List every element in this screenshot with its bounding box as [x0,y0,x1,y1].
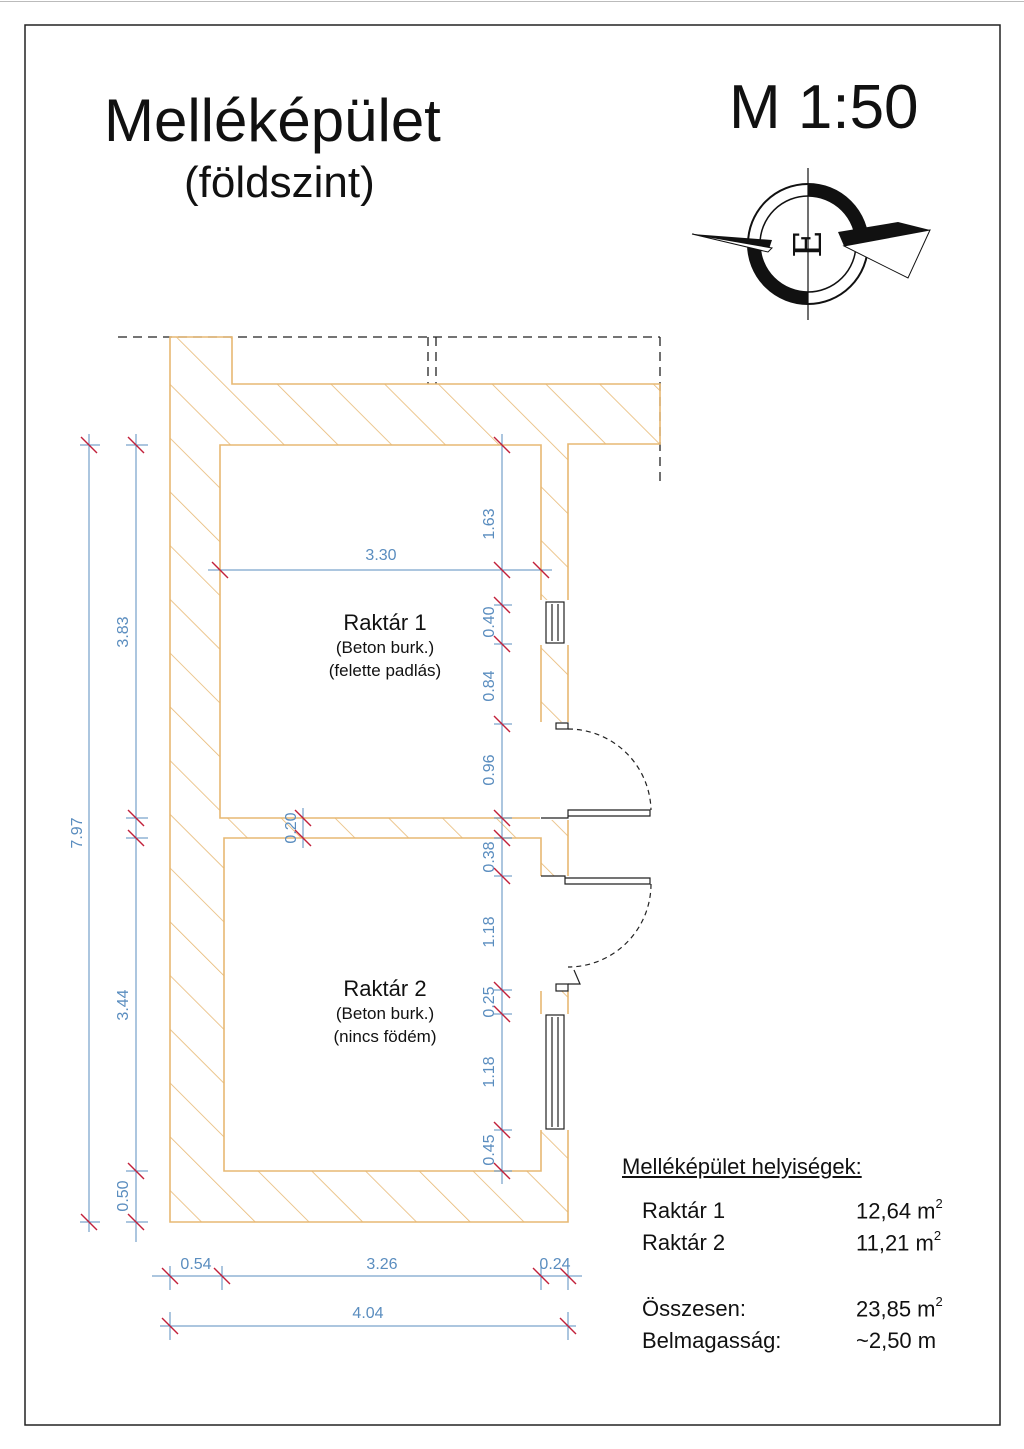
legend-title: Melléképület helyiségek: [622,1154,862,1179]
legend-total-area: 23,85 m2 [856,1294,943,1322]
dim-right-2: 0.40 [481,606,498,637]
dim-right-5: 0.38 [481,841,498,872]
legend-room-name: Raktár 1 [642,1198,726,1223]
legend-room-area: 11,21 m2 [856,1228,942,1256]
room-ceiling-note: (felette padlás) [328,661,442,680]
window-1 [545,601,565,644]
dim-room1-width: 3.30 [365,547,396,564]
dim-right-7: 0.25 [481,986,498,1017]
dimension-ticks [80,436,577,1335]
dim-right-9: 0.45 [481,1134,498,1165]
dim-right-1: 1.63 [481,508,498,539]
dim-bottom-2: 3.26 [366,1256,397,1273]
plan-scale: M 1:50 [729,73,919,142]
legend-room-name: Raktár 2 [642,1230,726,1255]
room-ceiling-note: (nincs födém) [333,1027,437,1046]
building-walls [169,336,661,1223]
room-label-raktar-2: Raktár 2 (Beton burk.) (nincs födém) [290,976,480,1048]
legend-row: Raktár 1 12,64 m2 [622,1196,992,1230]
dim-bottom-3: 0.24 [539,1256,570,1273]
legend-total-row: Összesen: 23,85 m2 [622,1294,992,1328]
room-area-legend: Melléképület helyiségek: Raktár 1 12,64 … [622,1154,992,1360]
dim-right-3: 0.84 [481,670,498,701]
dim-total-height: 7.97 [69,817,86,848]
room-floor-note: (Beton burk.) [335,638,435,657]
legend-height-row: Belmagasság: ~2,50 m [622,1328,992,1360]
sheet-border [24,24,1001,1426]
window-2 [545,1014,565,1130]
window-opening-2 [540,1014,570,1130]
room-label-raktar-1: Raktár 1 (Beton burk.) (felette padlás) [290,610,480,682]
dim-bottom-wall: 0.50 [115,1180,132,1211]
plan-subtitle: (földszint) [184,158,375,207]
plan-title: Melléképület [104,87,441,154]
legend-total-label: Összesen: [642,1296,746,1321]
dim-lower-height: 3.44 [115,989,132,1020]
dimension-labels: 3.30 7.97 3.83 3.44 0.50 0.20 1.63 0.40 … [69,508,571,1322]
door-opening-2 [540,876,570,991]
room-floor-note: (Beton burk.) [335,1004,435,1023]
window-opening-1 [540,600,570,645]
dim-bottom-total: 4.04 [352,1305,383,1322]
compass-letter: E [786,230,830,258]
dim-middle-wall: 0.20 [283,812,300,843]
door-1 [541,722,652,819]
legend-height-value: ~2,50 m [856,1328,937,1353]
legend-room-area: 12,64 m2 [856,1196,943,1224]
dim-right-8: 1.18 [481,1056,498,1087]
legend-height-label: Belmagasság: [642,1328,782,1353]
room-name: Raktár 2 [343,976,427,1001]
door-opening-1 [540,722,570,820]
dimension-lines [80,434,582,1340]
dim-upper-height: 3.83 [115,616,132,647]
door-2 [541,875,652,992]
legend-row: Raktár 2 11,21 m2 [622,1228,992,1262]
dim-bottom-1: 0.54 [180,1256,211,1273]
north-arrow-compass: E [691,168,931,320]
dim-right-6: 1.18 [481,916,498,947]
dim-right-4: 0.96 [481,754,498,785]
room-name: Raktár 1 [343,610,427,635]
